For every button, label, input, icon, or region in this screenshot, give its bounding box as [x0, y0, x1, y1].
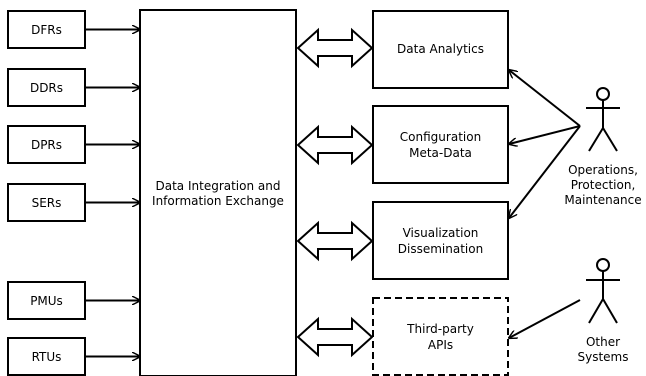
operations-label-2: Protection, [571, 178, 636, 192]
source-pmus-label: PMUs [30, 294, 63, 308]
arrow-ops-visualization [509, 125, 581, 218]
source-dfrs: DFRs [7, 10, 86, 49]
source-dfrs-label: DFRs [31, 23, 62, 37]
source-rtus: RTUs [7, 337, 86, 376]
third-party-label-1: Third-party [406, 322, 474, 336]
configuration-label-2: Meta-Data [409, 146, 472, 160]
source-sers: SERs [7, 183, 86, 222]
data-integration-block: Data Integration and Information Exchang… [139, 9, 297, 376]
other-systems-actor-icon [586, 258, 620, 324]
arrow-other-third-party [509, 299, 581, 338]
double-arrow-third-party [296, 316, 374, 358]
source-dprs: DPRs [7, 125, 86, 164]
third-party-apis-box: Third-party APIs [372, 297, 509, 376]
data-analytics-box: Data Analytics [372, 10, 509, 89]
third-party-label-2: APIs [428, 338, 453, 352]
operations-label-3: Maintenance [564, 193, 641, 207]
other-systems-label-1: Other [586, 335, 620, 349]
double-arrow-visualization [296, 220, 374, 262]
operations-actor-icon [586, 87, 620, 152]
source-ddrs-label: DDRs [30, 81, 63, 95]
data-analytics-label: Data Analytics [397, 42, 484, 56]
center-line-2: Information Exchange [152, 194, 284, 208]
visualization-label-2: Dissemination [398, 242, 483, 256]
source-ddrs: DDRs [7, 68, 86, 107]
source-pmus: PMUs [7, 281, 86, 320]
operations-label-1: Operations, [568, 163, 638, 177]
source-rtus-label: RTUs [32, 350, 62, 364]
arrow-ops-analytics [509, 70, 581, 127]
other-systems-label-2: Systems [578, 350, 629, 364]
center-line-1: Data Integration and [156, 179, 281, 193]
double-arrow-configuration [296, 124, 374, 166]
configuration-metadata-box: Configuration Meta-Data [372, 105, 509, 184]
visualization-label-1: Visualization [403, 226, 479, 240]
configuration-label-1: Configuration [400, 130, 481, 144]
source-sers-label: SERs [32, 196, 62, 210]
source-dprs-label: DPRs [31, 138, 62, 152]
visualization-dissemination-box: Visualization Dissemination [372, 201, 509, 280]
double-arrow-analytics [296, 27, 374, 69]
arrow-ops-configuration [509, 125, 581, 144]
